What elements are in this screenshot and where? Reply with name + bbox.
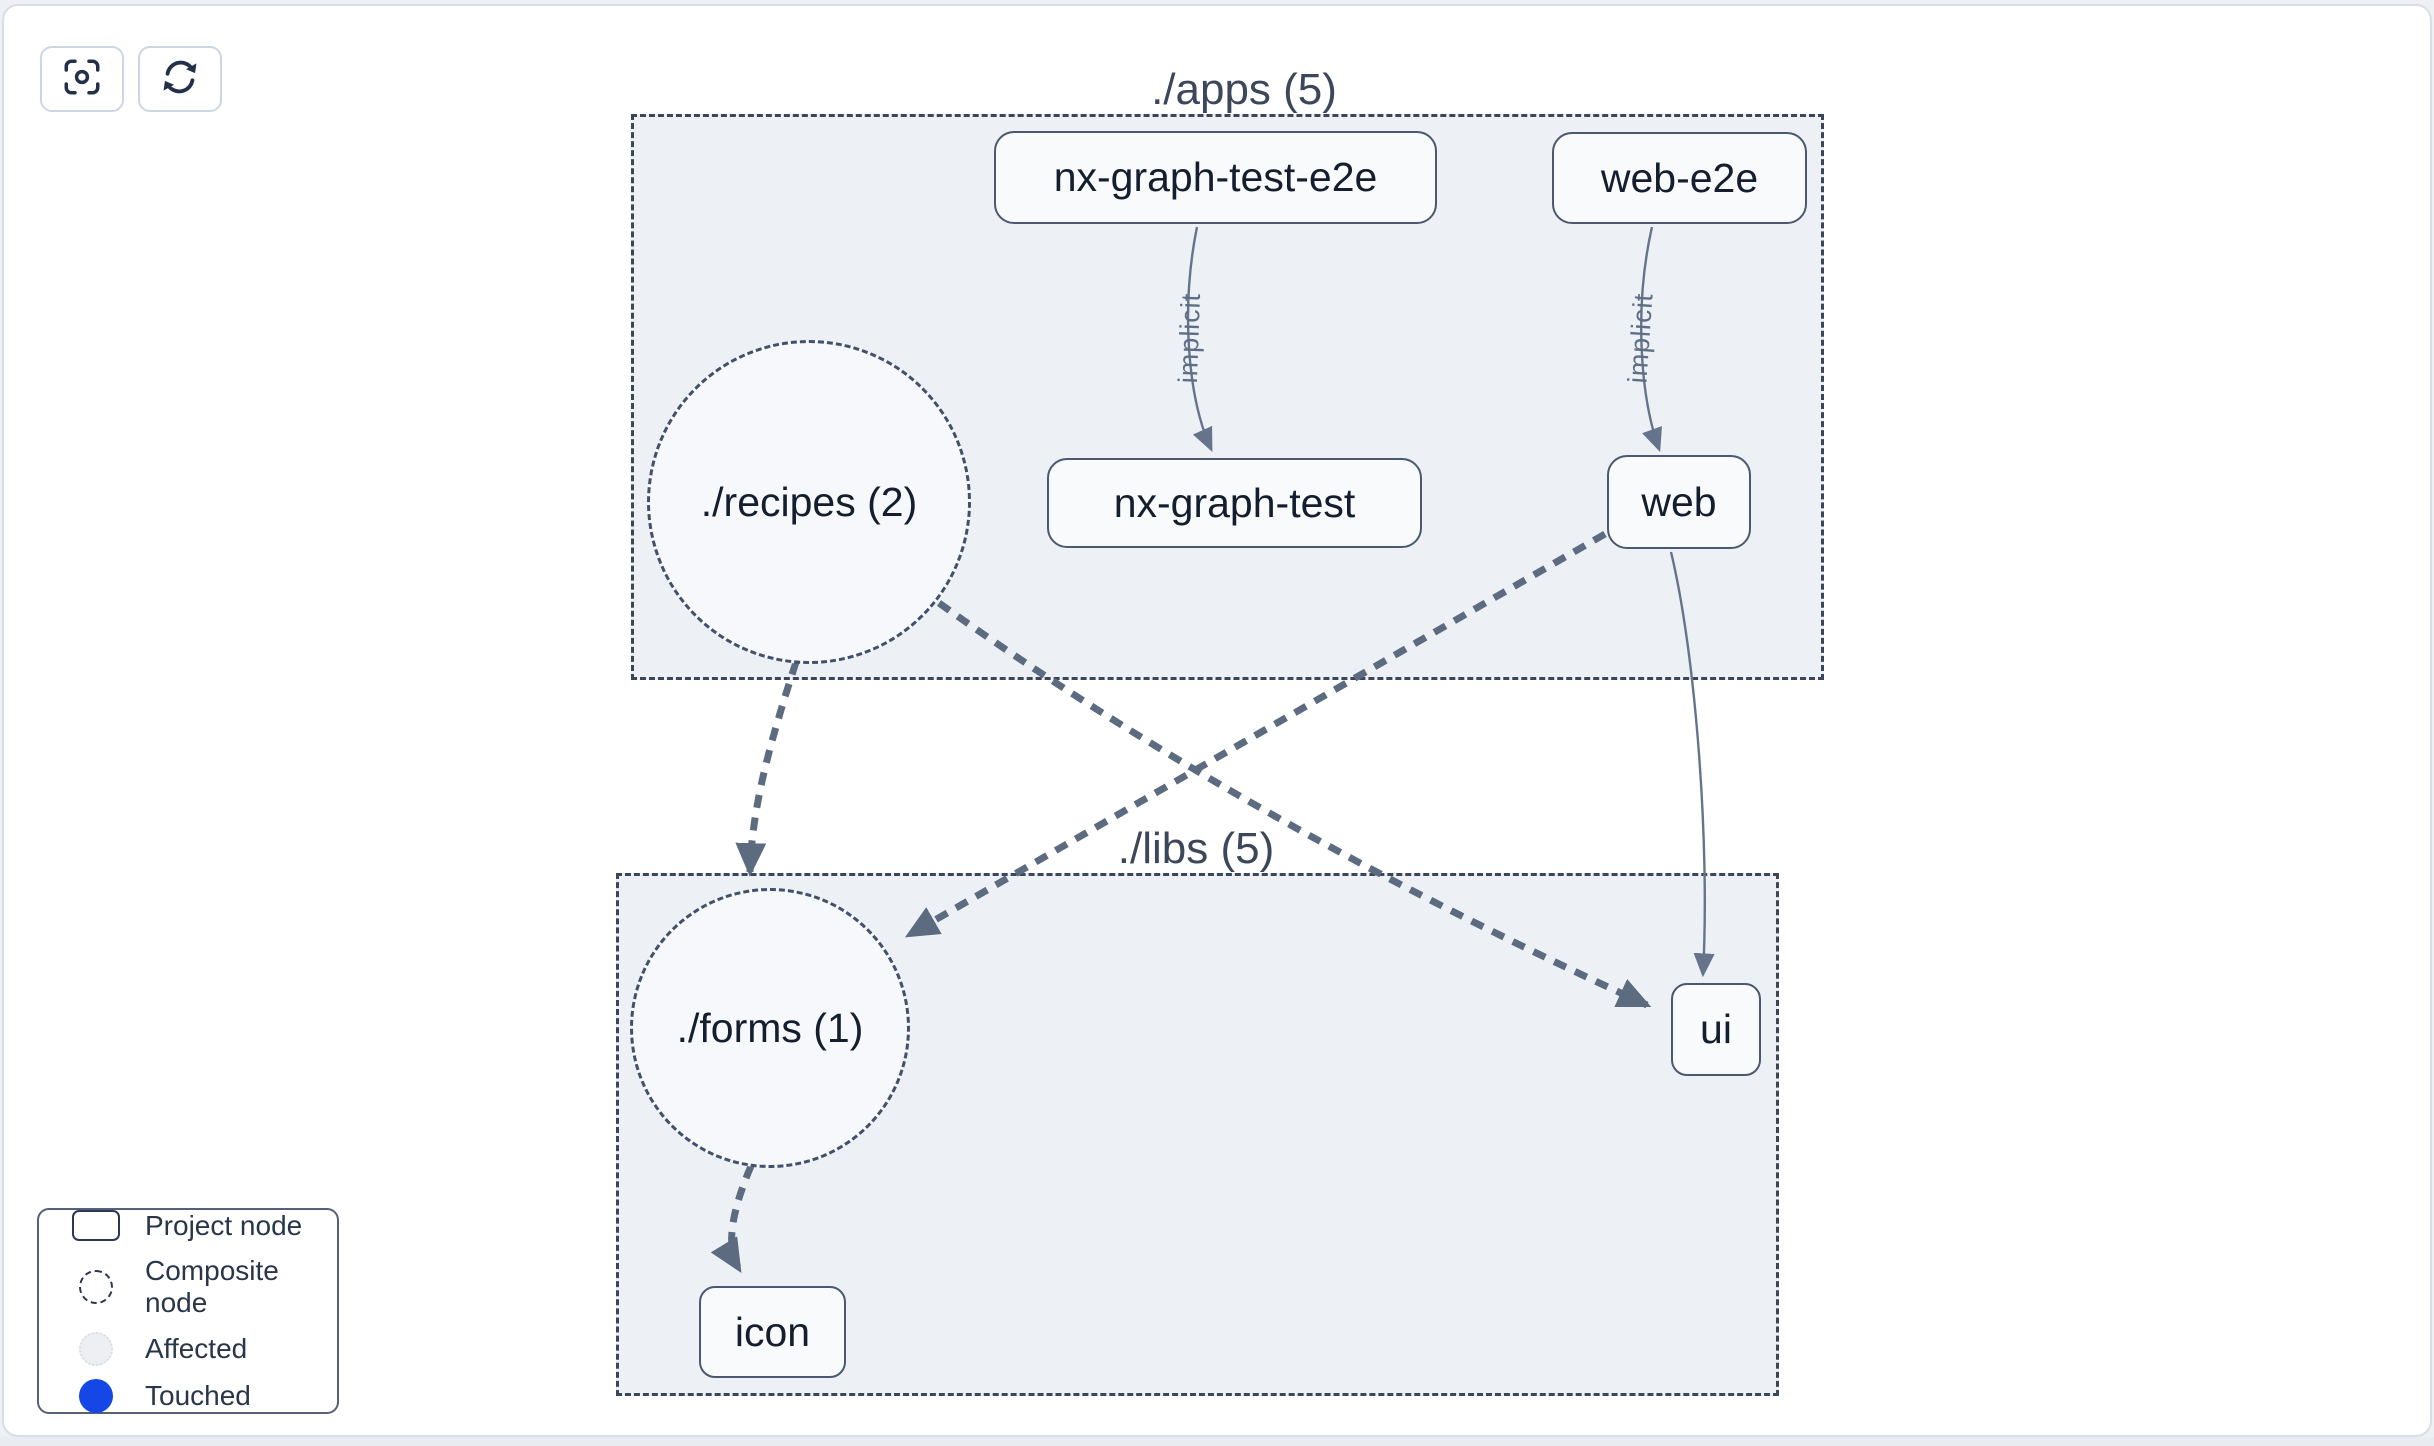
- project-node-swatch: [71, 1210, 121, 1241]
- cluster-apps-title: ./apps (5): [1151, 65, 1337, 114]
- node-label: web-e2e: [1600, 154, 1759, 201]
- edge-recipes-to-forms: [735, 660, 800, 877]
- node-nx-graph-test[interactable]: nx-graph-test: [1047, 458, 1422, 548]
- node-nx-graph-test-e2e[interactable]: nx-graph-test-e2e: [994, 131, 1437, 224]
- graph-canvas[interactable]: ./apps (5) ./libs (5) implicit implicit …: [2, 4, 2432, 1437]
- node-label: nx-graph-test: [1113, 479, 1356, 526]
- graph-legend: Project node Composite node Affected Tou…: [37, 1208, 339, 1414]
- node-web-e2e[interactable]: web-e2e: [1552, 132, 1807, 224]
- node-label: ui: [1700, 1006, 1732, 1052]
- focus-button[interactable]: [40, 46, 124, 112]
- page-bottom-strip: [0, 1437, 2434, 1446]
- node-label: web: [1641, 478, 1717, 525]
- affected-swatch: [71, 1331, 121, 1366]
- legend-label: Project node: [145, 1209, 303, 1241]
- focus-target-icon: [61, 56, 103, 103]
- node-label: nx-graph-test-e2e: [1053, 154, 1378, 200]
- node-label: ./recipes (2): [700, 478, 918, 525]
- edge-label-implicit: implicit: [1172, 292, 1207, 384]
- node-icon[interactable]: icon: [699, 1286, 846, 1378]
- node-recipes-composite[interactable]: ./recipes (2): [647, 340, 971, 664]
- legend-item-touched: Touched: [39, 1378, 337, 1413]
- legend-label: Composite node: [145, 1254, 279, 1318]
- node-ui[interactable]: ui: [1671, 983, 1761, 1076]
- node-forms-composite[interactable]: ./forms (1): [630, 888, 910, 1168]
- legend-item-project-node: Project node: [39, 1210, 337, 1242]
- node-label: icon: [734, 1308, 811, 1355]
- legend-label: Touched: [145, 1379, 251, 1411]
- touched-swatch: [71, 1378, 121, 1413]
- cluster-libs-title: ./libs (5): [1117, 824, 1275, 873]
- refresh-icon: [159, 56, 201, 103]
- node-label: ./forms (1): [676, 1004, 864, 1051]
- graph-toolbar: [40, 46, 222, 112]
- legend-item-composite-node: Composite node: [39, 1255, 337, 1319]
- composite-node-swatch: [71, 1269, 121, 1304]
- edge-label-implicit: implicit: [1622, 291, 1659, 385]
- legend-item-affected: Affected: [39, 1331, 337, 1366]
- legend-label: Affected: [145, 1332, 248, 1364]
- node-web[interactable]: web: [1607, 455, 1751, 549]
- refresh-button[interactable]: [138, 46, 222, 112]
